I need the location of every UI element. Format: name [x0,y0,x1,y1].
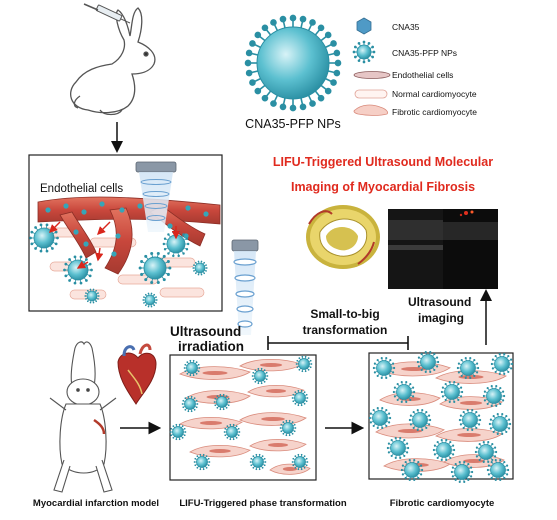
ultrasound-transducer-icon [135,161,177,232]
phase-np-10 [291,453,309,471]
fibrotic-np-14 [400,459,424,481]
legend-endothelial: Endothelial cells [392,70,453,80]
vessel-np-4 [84,288,100,304]
ultrasound-image-right [443,209,498,289]
heart-histology-image [306,205,380,269]
fibrotic-np-16 [486,459,510,481]
vessel-panel: Endothelial cells [28,154,223,312]
fibrotic-np-1 [416,351,440,373]
fibrotic-np-8 [408,409,432,431]
phase-np-7 [279,419,297,437]
fibrotic-np-3 [490,353,514,375]
vessel-dot-1 [63,203,69,209]
vessel-dot-7 [203,211,209,217]
fibrotic-np-15 [450,461,474,483]
vessel-dot-4 [119,207,125,213]
fibrotic-np-5 [440,381,464,403]
vessel-np-2 [138,252,172,284]
normal-cardio-legend-icon [354,89,388,99]
nps-legend-icon [352,40,376,64]
fibrotic-np-0 [372,357,396,379]
vessel-dot-5 [137,203,143,209]
legend: CNA35 CNA35-PFP NPs Endothelial cells No… [352,17,477,117]
fibrotic-np-4 [392,381,416,403]
cardiomyocyte-3 [247,384,305,398]
legend-cna35: CNA35 [392,22,420,32]
legend-normal: Normal cardiomyocyte [392,89,477,99]
vessel-np-6 [142,292,158,308]
fibrotic-np-7 [368,407,392,429]
cardiomyocyte-7 [249,438,307,452]
label-fibrotic: Fibrotic cardiomyocyte [390,498,495,509]
irradiation-label-2: irradiation [178,339,244,354]
fibrotic-np-6 [482,385,506,407]
vessel-dot-12 [73,229,79,235]
title-line-2: Imaging of Myocardial Fibrosis [291,180,475,194]
extravasation-arrows [49,221,181,269]
vessel-dot-0 [45,207,51,213]
phase-transformation-panel [169,354,317,481]
vessel-np-5 [192,260,208,276]
label-model: Myocardial infarction model [33,498,159,509]
legend-fibrotic: Fibrotic cardiomyocyte [392,107,477,117]
title-line-1: LIFU-Triggered Ultrasound Molecular [273,155,493,169]
vessel-dot-10 [167,223,173,229]
vessel-dot-13 [83,241,89,247]
heart-icon [117,343,157,405]
cardiomyocyte-4 [179,416,243,430]
rabbit-illustration [70,7,156,116]
vessel-dot-3 [99,201,105,207]
fibrotic-panel [368,351,514,483]
cna35-hexagon-icon [356,17,372,35]
nanoparticle-label: CNA35-PFP NPs [245,117,341,131]
vessel-dot-8 [115,233,121,239]
phase-np-5 [169,423,187,441]
transform-label-1: Small-to-big [310,307,379,321]
phase-np-11 [181,395,199,413]
phase-np-0 [183,359,201,377]
legend-nps: CNA35-PFP NPs [392,48,457,58]
vessel-dot-6 [185,205,191,211]
imaging-label-2: imaging [418,311,464,325]
phase-np-9 [249,453,267,471]
nanoparticle-illustration [244,14,342,112]
fibrotic-np-12 [432,439,456,461]
fibrotic-np-13 [474,441,498,463]
vessel-dot-9 [111,251,117,257]
imaging-label-1: Ultrasound [408,295,471,309]
fibrotic-np-2 [456,357,480,379]
transformation-bracket [267,336,409,350]
supine-rabbit-illustration [49,341,117,493]
fibrotic-np-11 [386,437,410,459]
phase-np-8 [193,453,211,471]
fibrotic-cell-1 [435,370,507,384]
endothelial-legend-icon [353,71,391,79]
phase-np-2 [295,355,313,373]
fibrotic-np-10 [488,413,512,435]
transform-label-2: transformation [303,323,388,337]
phase-np-4 [291,389,309,407]
phase-np-6 [223,423,241,441]
fibrotic-np-9 [458,409,482,431]
phase-np-3 [213,393,231,411]
phase-np-1 [251,367,269,385]
irradiation-label-1: Ultrasound [170,324,241,339]
vessel-dot-2 [81,209,87,215]
vessel-panel-label: Endothelial cells [40,183,123,195]
cardiomyocyte-6 [189,444,251,458]
label-phase: LIFU-Triggered phase transformation [179,498,347,509]
ultrasound-image-left [388,209,443,289]
fibrotic-cardio-legend-icon [353,104,388,116]
ultrasound-transducer-middle [231,239,259,335]
syringe-icon [83,3,131,24]
